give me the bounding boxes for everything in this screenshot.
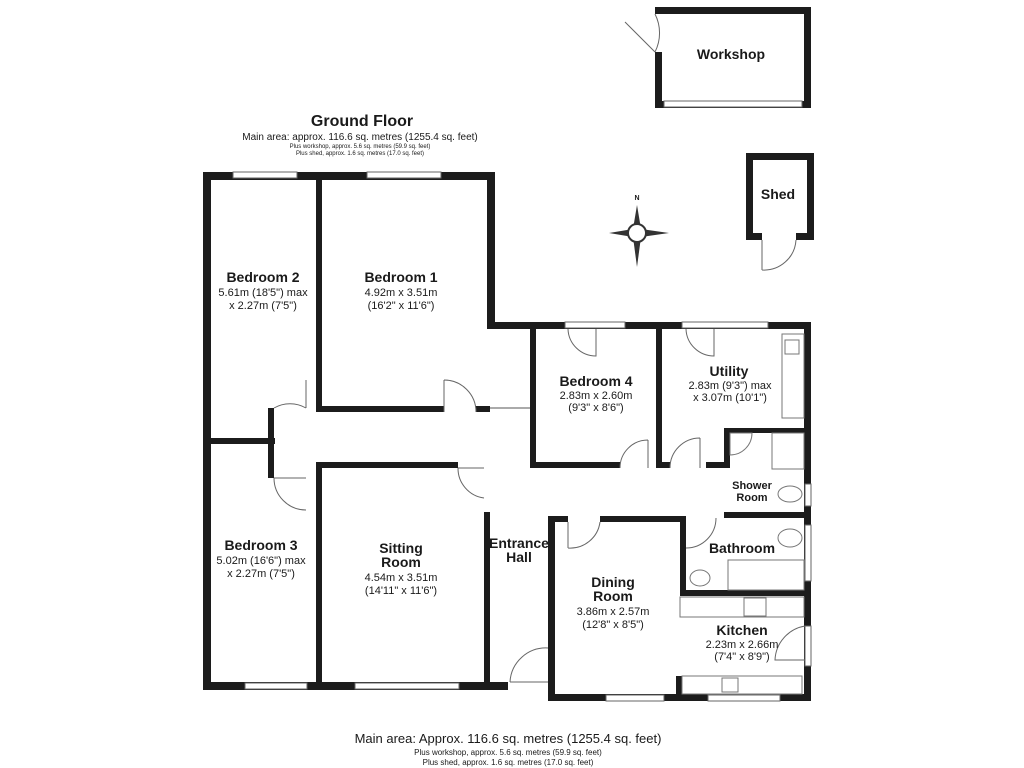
workshop-area-summary: Plus workshop, approx. 5.6 sq. metres (5…	[290, 144, 431, 150]
room-name-bedroom-3: Bedroom 3	[224, 537, 297, 553]
room-name-sitting-2: Room	[381, 554, 421, 570]
kitchen-worktop-top	[679, 596, 805, 618]
room-name-hall-2: Hall	[506, 549, 532, 565]
room-name-bedroom-4: Bedroom 4	[559, 373, 632, 389]
room-sitting-room: Sitting Room 4.54m x 3.51m (14'11" x 11'…	[365, 540, 438, 597]
shower-tray	[771, 432, 805, 470]
room-name-hall-1: Entrance	[489, 535, 549, 551]
room-dining-room: Dining Room 3.86m x 2.57m (12'8" x 8'5")	[577, 574, 650, 631]
room-dim-dining: 3.86m x 2.57m	[577, 606, 650, 618]
compass-north-label: N	[634, 195, 639, 202]
windows	[232, 171, 812, 702]
room-dim2-bedroom-4: (9'3" x 8'6")	[568, 402, 623, 414]
room-kitchen: Kitchen 2.23m x 2.66m (7'4" x 8'9")	[706, 622, 779, 663]
utility-worktop	[781, 333, 805, 419]
room-dim-kitchen: 2.23m x 2.66m	[706, 639, 779, 651]
room-dim-sitting: 4.54m x 3.51m	[365, 572, 438, 584]
room-name-bathroom: Bathroom	[709, 540, 775, 556]
bathroom-door	[685, 517, 717, 549]
room-dim-bedroom-2: 5.61m (18'5") max	[218, 287, 308, 299]
room-name-kitchen: Kitchen	[716, 622, 767, 638]
bath-tub	[727, 559, 805, 591]
bedroom2-door	[273, 380, 307, 409]
bathroom-toilet	[689, 569, 711, 587]
utility-sink	[784, 339, 800, 355]
room-name-shed: Shed	[761, 186, 795, 202]
kitchen-back-door	[774, 625, 806, 661]
dining-room-door	[567, 521, 601, 549]
room-name-sitting-1: Sitting	[379, 540, 423, 556]
sitting-room-door	[457, 467, 485, 499]
room-entrance-hall: Entrance Hall	[489, 535, 549, 565]
bedroom3-door	[273, 477, 307, 511]
room-bedroom-3: Bedroom 3 5.02m (16'6") max x 2.27m (7'5…	[216, 537, 306, 580]
room-name-shower-1: Shower	[732, 480, 772, 492]
room-name-workshop: Workshop	[697, 46, 765, 62]
room-utility: Utility 2.83m (9'3") max x 3.07m (10'1")	[688, 363, 772, 404]
plan-title: Ground Floor	[311, 113, 413, 130]
bathroom-basin	[777, 528, 803, 548]
room-bathroom: Bathroom	[709, 540, 775, 556]
compass-rose: N	[609, 195, 669, 267]
shed-door	[761, 239, 797, 271]
utility-door	[669, 437, 701, 469]
room-bedroom-4: Bedroom 4 2.83m x 2.60m (9'3" x 8'6")	[559, 373, 632, 414]
footer-main-area: Main area: Approx. 116.6 sq. metres (125…	[355, 731, 662, 746]
room-name-dining-2: Room	[593, 588, 633, 604]
doors	[273, 328, 806, 683]
workshop-window	[663, 100, 803, 108]
shower-basin	[729, 432, 753, 456]
footer-workshop-area: Plus workshop, approx. 5.6 sq. metres (5…	[414, 748, 602, 757]
room-dim2-bedroom-3: x 2.27m (7'5")	[227, 568, 295, 580]
footer-shed-area: Plus shed, approx. 1.6 sq. metres (17.0 …	[423, 758, 594, 767]
room-dim2-kitchen: (7'4" x 8'9")	[714, 651, 769, 663]
room-dim2-bedroom-1: (16'2" x 11'6")	[368, 300, 435, 312]
room-dim2-utility: x 3.07m (10'1")	[693, 392, 767, 404]
room-bedroom-1: Bedroom 1 4.92m x 3.51m (16'2" x 11'6")	[364, 269, 437, 312]
front-door	[509, 647, 549, 683]
room-dim2-bedroom-2: x 2.27m (7'5")	[229, 300, 297, 312]
shed-building: Shed	[746, 153, 814, 271]
room-shower-room: Shower Room	[732, 480, 772, 504]
shower-room-toilet	[777, 485, 803, 503]
room-bedroom-2: Bedroom 2 5.61m (18'5") max x 2.27m (7'5…	[218, 269, 308, 312]
room-dim-bedroom-3: 5.02m (16'6") max	[216, 555, 306, 567]
main-area-summary: Main area: approx. 116.6 sq. metres (125…	[242, 132, 478, 143]
room-name-bedroom-2: Bedroom 2	[226, 269, 299, 285]
room-name-utility: Utility	[710, 363, 749, 379]
room-dim2-dining: (12'8" x 8'5")	[582, 619, 644, 631]
kitchen-sink	[721, 677, 739, 693]
workshop-building: Workshop	[624, 7, 811, 108]
shed-area-summary: Plus shed, approx. 1.6 sq. metres (17.0 …	[296, 151, 424, 157]
fixtures	[490, 333, 805, 695]
room-dim2-sitting: (14'11" x 11'6")	[365, 585, 437, 597]
room-dim-bedroom-4: 2.83m x 2.60m	[560, 390, 633, 402]
kitchen-worktop-bottom	[681, 675, 803, 695]
room-dim-utility: 2.83m (9'3") max	[688, 380, 772, 392]
room-name-bedroom-1: Bedroom 1	[364, 269, 437, 285]
bedroom1-door	[443, 379, 477, 413]
room-name-dining-1: Dining	[591, 574, 635, 590]
bedroom4-window-door	[567, 328, 597, 357]
workshop-door	[624, 13, 661, 53]
utility-outer-door	[685, 328, 715, 357]
kitchen-hob	[743, 597, 767, 617]
bedroom4-door	[619, 439, 649, 469]
room-dim-bedroom-1: 4.92m x 3.51m	[365, 287, 438, 299]
room-name-shower-2: Room	[736, 492, 767, 504]
